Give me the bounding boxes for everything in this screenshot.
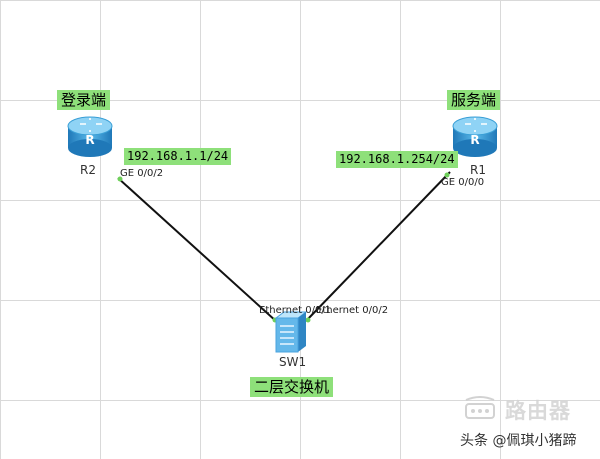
link-r1-sw1 — [305, 171, 451, 322]
r2-role-label: 登录端 — [57, 90, 111, 110]
r1-ip-label: 192.168.1.254/24 — [336, 151, 458, 168]
sw1-role-label: 二层交换机 — [250, 377, 334, 397]
router-icon[interactable]: R — [66, 112, 114, 160]
r2-interface-label: GE 0/0/2 — [120, 168, 164, 179]
r2-ip-label: 192.168.1.1/24 — [124, 148, 232, 165]
svg-text:R: R — [470, 133, 479, 147]
port-indicator-r2 — [117, 176, 123, 182]
r2-name: R2 — [80, 163, 96, 177]
watermark-logo-icon — [465, 396, 495, 419]
svg-text:R: R — [85, 133, 94, 147]
port-indicator-r1 — [444, 172, 450, 178]
router-icon[interactable]: R — [451, 112, 499, 160]
sw1-port-right-label: Ethernet 0/0/2 — [316, 305, 389, 316]
r1-interface-label: GE 0/0/0 — [441, 177, 485, 188]
watermark-footer: 头条 @佩琪小猪蹄 — [460, 433, 577, 449]
port-indicator-sw1-right — [305, 317, 311, 323]
r1-name: R1 — [470, 163, 486, 177]
watermark-brand: 路由器 — [505, 399, 571, 423]
link-r2-sw1 — [117, 177, 278, 323]
sw1-name: SW1 — [279, 355, 307, 369]
r1-role-label: 服务端 — [447, 90, 501, 110]
sw1-port-left-label: Ethernet 0/0/1 — [259, 305, 332, 316]
switch-icon[interactable] — [274, 310, 308, 354]
